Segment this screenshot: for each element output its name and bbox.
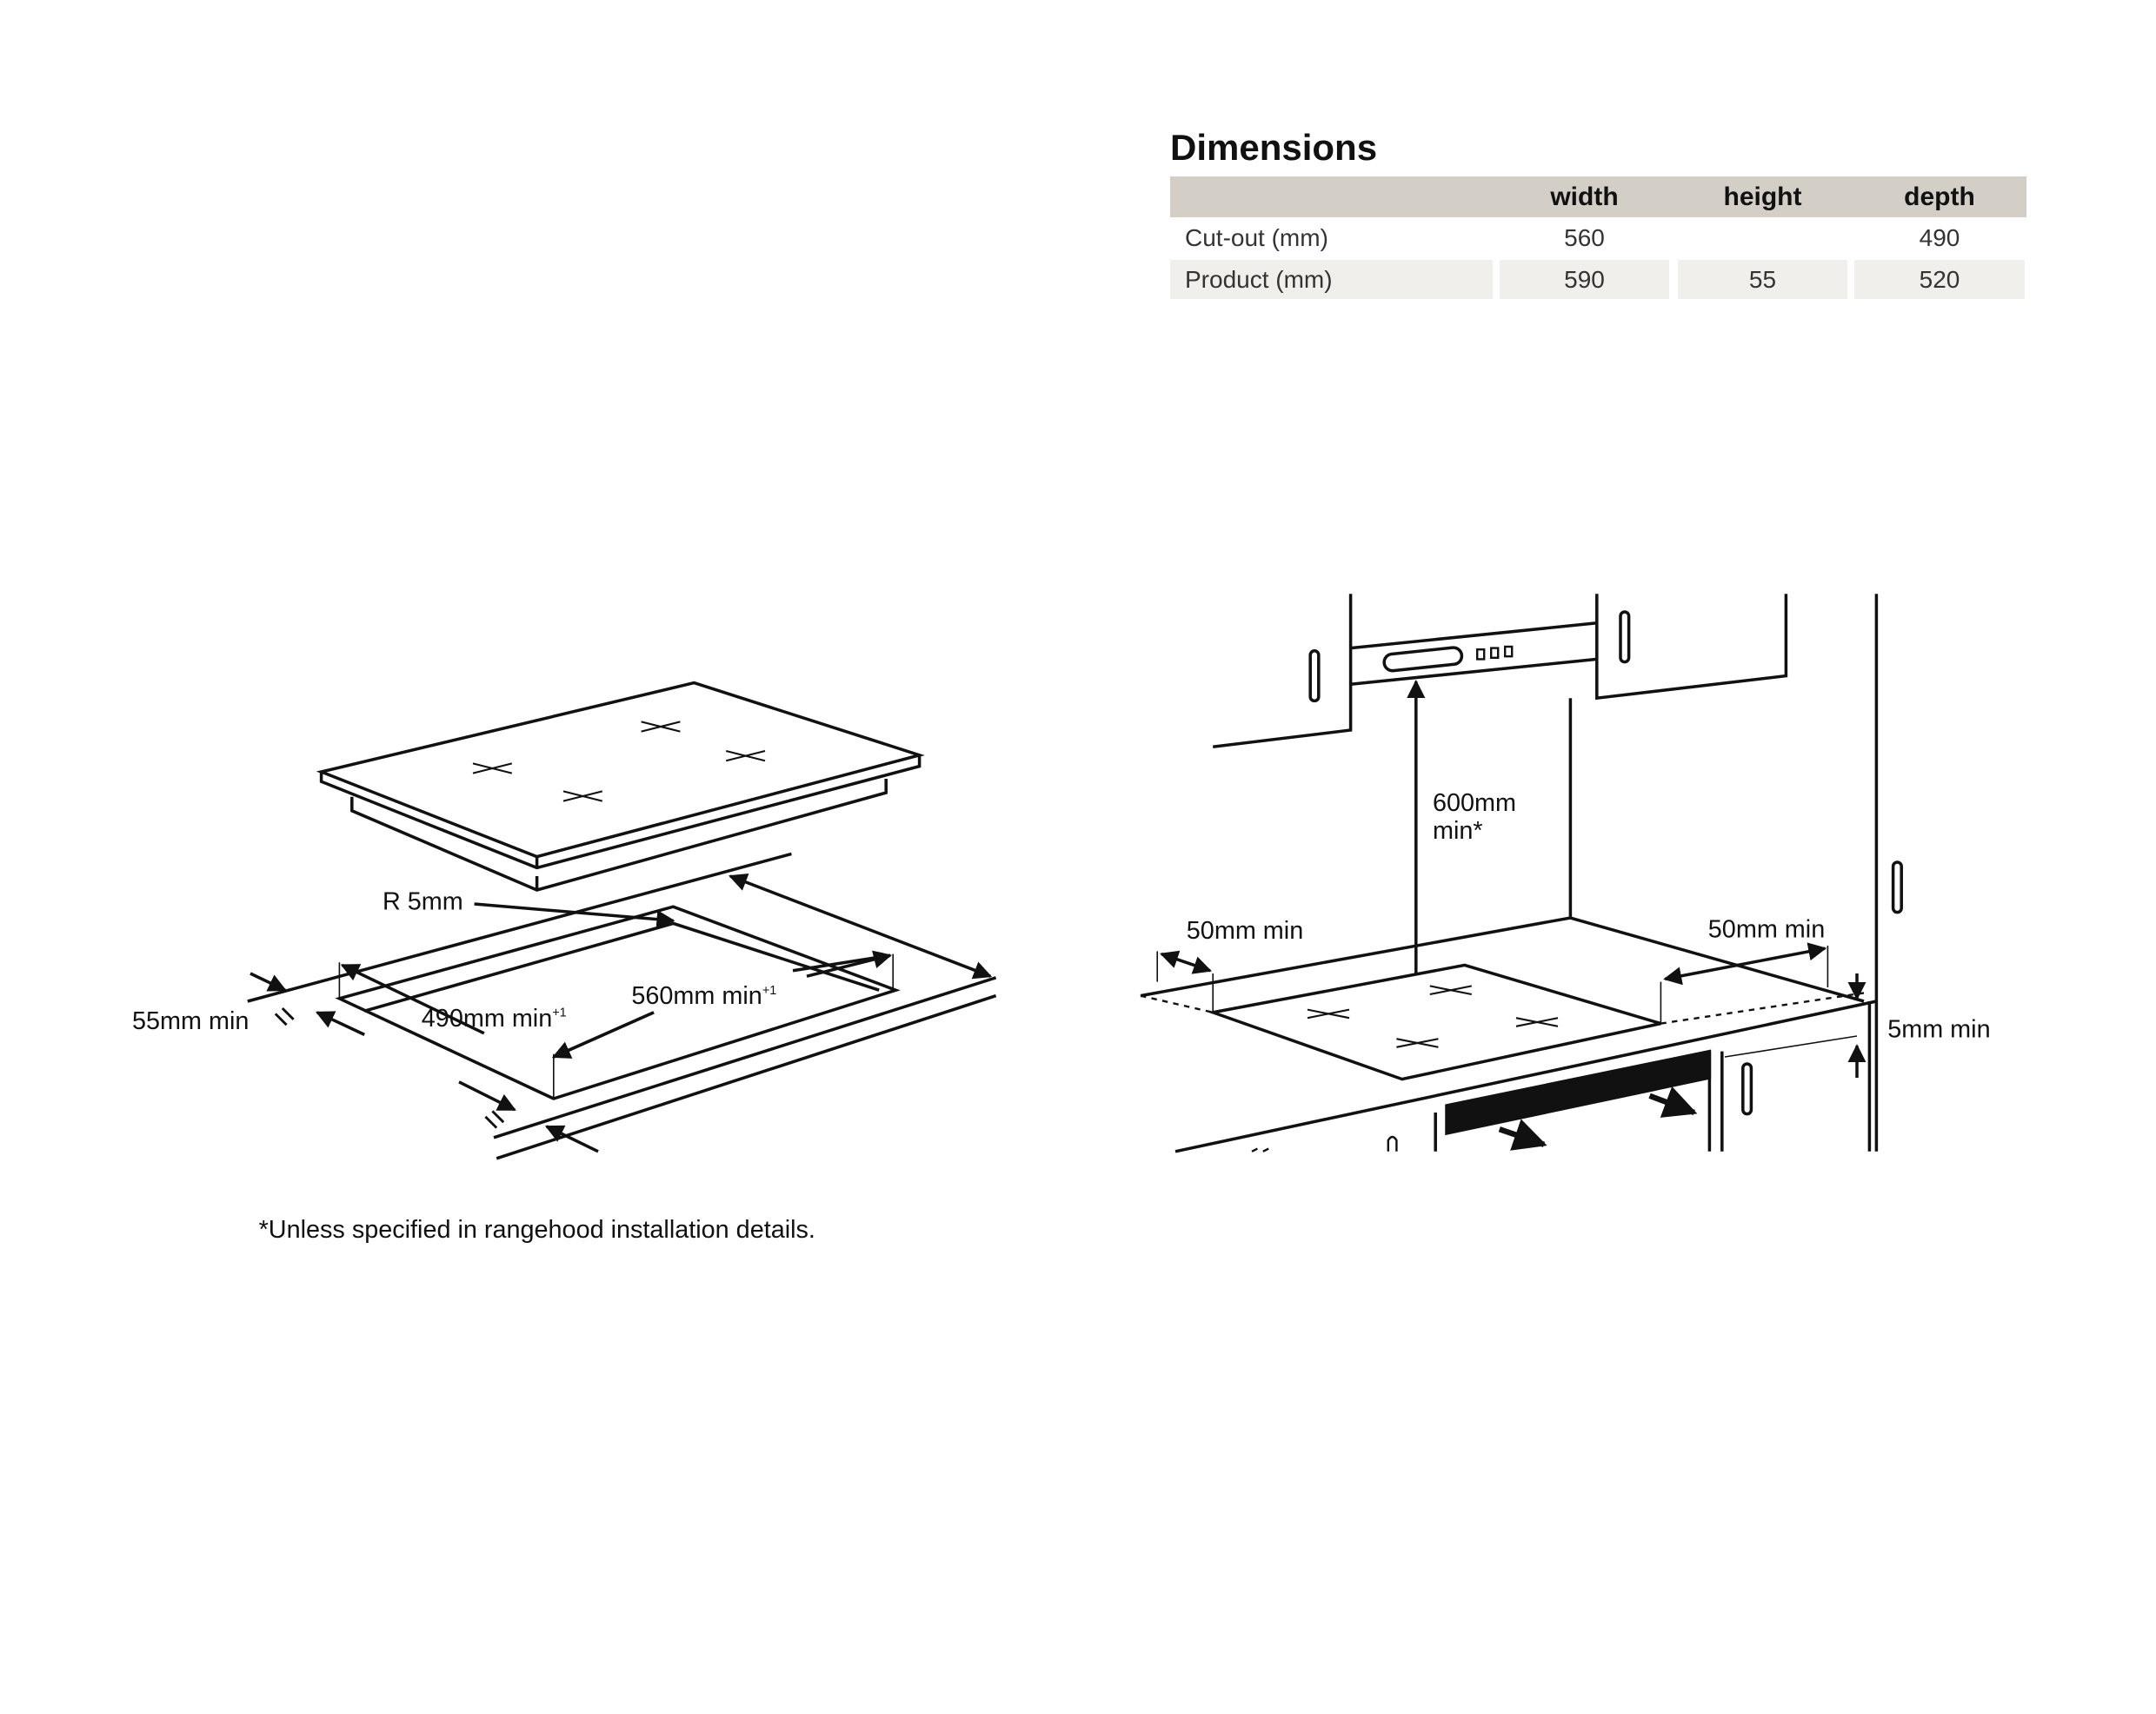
burner-icons	[1307, 985, 1559, 1048]
gap-label: 5mm min	[1887, 1016, 1990, 1044]
rangehood-vent	[1382, 646, 1464, 673]
cutout-diagram	[247, 681, 997, 1160]
row-label: Product (mm)	[1170, 260, 1493, 299]
footnote: *Unless specified in rangehood installat…	[259, 1216, 815, 1244]
dimensions-table: width height depth Cut-out (mm) 560 490 …	[1170, 176, 2026, 299]
depth-value: 490mm min	[422, 1005, 552, 1033]
depth-sup: +1	[552, 1006, 566, 1020]
cell-width: 560	[1564, 223, 1605, 251]
cabinet-handle-icon	[1308, 649, 1321, 703]
height-label-min: min*	[1433, 817, 1483, 845]
table-header: width height depth	[1170, 176, 2026, 217]
width-value: 560mm min	[631, 982, 762, 1010]
oven-vent	[1445, 1049, 1712, 1136]
right-clearance-label: 50mm min	[1708, 915, 1825, 943]
hob-top	[316, 681, 925, 859]
cell-width: 590	[1500, 260, 1669, 299]
table-row: Cut-out (mm) 560 490	[1170, 217, 2026, 258]
header-width: width	[1550, 182, 1619, 211]
row-label: Cut-out (mm)	[1185, 223, 1328, 251]
cell-depth: 520	[1854, 260, 2025, 299]
table-row: Product (mm) 590 55 520	[1170, 260, 2026, 299]
cabinet-handle-icon	[1619, 610, 1631, 664]
header-height: height	[1723, 182, 1802, 211]
height-label: 600mm	[1433, 789, 1516, 817]
width-label: 560mm min+1	[631, 982, 776, 1010]
radius-label: R 5mm	[383, 887, 463, 915]
header-depth: depth	[1904, 182, 1975, 211]
cell-depth: 490	[1919, 223, 1960, 251]
edge-label: 55mm min	[132, 1007, 249, 1035]
dimensions-title: Dimensions	[1170, 127, 1378, 168]
installation-diagram	[1140, 594, 1903, 1153]
width-sup: +1	[762, 984, 776, 998]
burner-icons	[472, 721, 766, 802]
depth-label: 490mm min+1	[422, 1005, 567, 1033]
left-clearance-label: 50mm min	[1187, 917, 1303, 945]
cell-height: 55	[1678, 260, 1847, 299]
cabinet-handle-icon	[1741, 1062, 1753, 1116]
radius-leader	[474, 902, 675, 929]
cabinet-handle-icon	[1891, 860, 1903, 914]
